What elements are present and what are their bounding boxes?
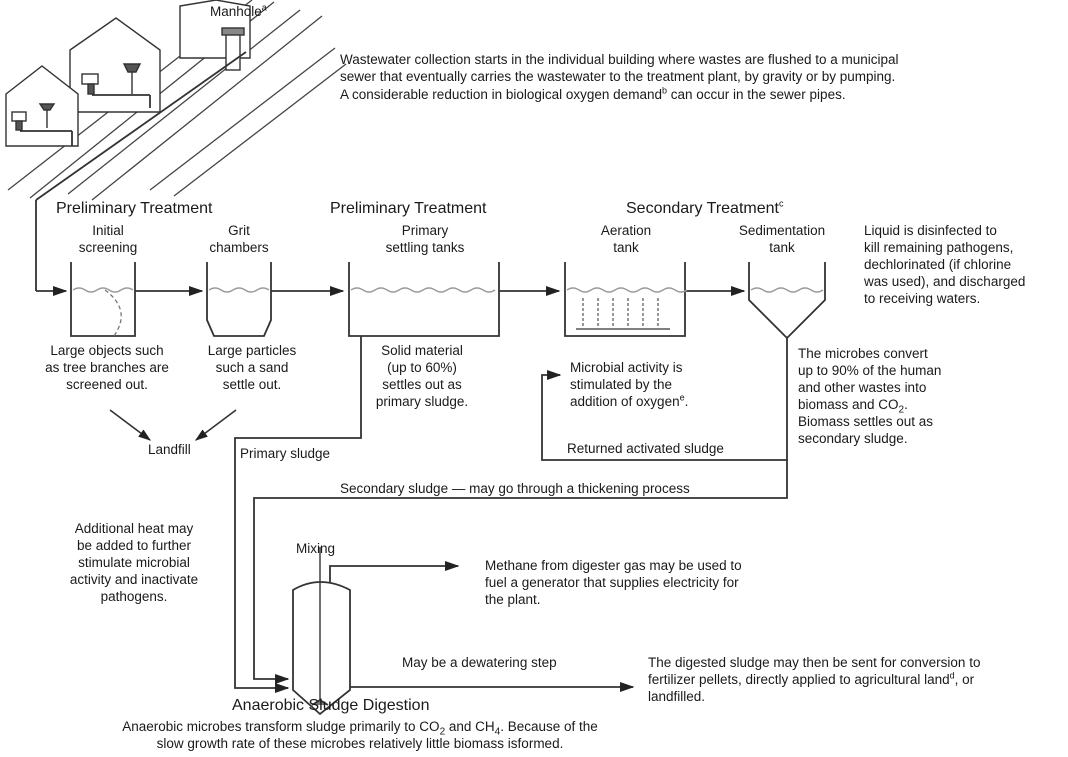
- stage-preliminary-2: Preliminary Treatment: [330, 200, 487, 217]
- methane-line: [329, 560, 460, 582]
- primary-sludge-label: Primary sludge: [240, 446, 331, 461]
- aeration-tank: [564, 262, 688, 337]
- manhole-label: Manholea: [210, 2, 267, 19]
- mixing-label: Mixing: [296, 541, 336, 556]
- primary-sludge-line: [234, 336, 362, 694]
- landfill-label: Landfill: [148, 442, 191, 457]
- returned-sludge-label: Returned activated sludge: [567, 441, 724, 456]
- building-upper: [69, 17, 161, 113]
- screening-tank: [70, 262, 136, 337]
- intro-line-1: Wastewater collection starts in the indi…: [340, 52, 899, 67]
- stage-secondary: Secondary Treatmentc: [626, 198, 784, 217]
- building-middle: [5, 65, 79, 147]
- digested-note: The digested sludge may then be sent for…: [648, 655, 981, 704]
- landfill-arrows: [109, 409, 237, 441]
- dewatering-label: May be a dewatering step: [402, 655, 557, 670]
- house-service-pipes: [20, 94, 151, 146]
- stage-preliminary-1: Preliminary Treatment: [56, 200, 213, 217]
- anaerobic-digester: [292, 547, 351, 716]
- sewer-main: [35, 51, 247, 291]
- methane-note: Methane from digester gas may be used to…: [485, 558, 742, 607]
- secondary-sludge-line: [253, 460, 788, 685]
- anaerobic-title: Anaerobic Sludge Digestion: [232, 697, 430, 714]
- sedimentation-tank: [748, 262, 826, 340]
- returned-sludge-line: [541, 338, 788, 461]
- intro-line-3: A considerable reduction in biological o…: [340, 85, 846, 102]
- grit-chamber: [206, 262, 272, 337]
- anaerobic-note: Anaerobic microbes transform sludge prim…: [122, 719, 598, 751]
- manhole-icon: [221, 27, 245, 71]
- secondary-sludge-label: Secondary sludge — may go through a thic…: [340, 481, 690, 496]
- intro-line-2: sewer that eventually carries the wastew…: [340, 69, 896, 84]
- primary-settling-tank: [348, 262, 500, 337]
